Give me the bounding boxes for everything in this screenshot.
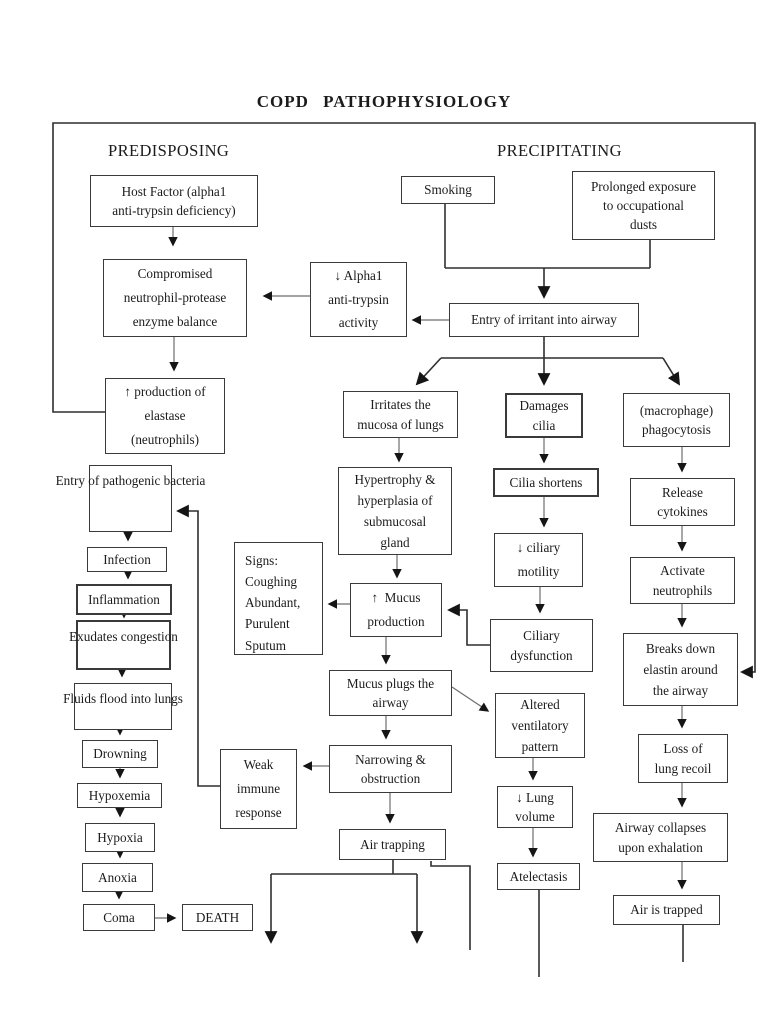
node-pathogenic-bacteria: Entry of pathogenic bacteria — [56, 465, 205, 532]
node-damages-cilia: Damages cilia — [505, 393, 583, 438]
node-activate-neutrophils: Activate neutrophils — [630, 557, 735, 604]
node-inflammation: Inflammation — [76, 584, 172, 615]
node-atelectasis: Atelectasis — [497, 863, 580, 890]
node-mucus-plugs-airway: Mucus plugs the airway — [329, 670, 452, 716]
node-hypoxemia: Hypoxemia — [77, 783, 162, 808]
node-drowning: Drowning — [82, 740, 158, 768]
node-signs: Signs: Coughing Abundant, Purulent Sputu… — [234, 542, 323, 655]
node-irritates-mucosa: Irritates the mucosa of lungs — [343, 391, 458, 438]
node-air-trapping: Air trapping — [339, 829, 446, 860]
node-hypertrophy-hyperplasia: Hypertrophy & hyperplasia of submucosal … — [338, 467, 452, 555]
page-title: COPD PATHOPHYSIOLOGY — [256, 92, 512, 111]
node-host-factor: Host Factor (alpha1 anti-trypsin deficie… — [90, 175, 258, 227]
node-loss-of-lung-recoil: Loss of lung recoil — [638, 734, 728, 783]
node-fluids-flood-lungs: Fluids flood into lungs — [63, 683, 183, 730]
node-altered-ventilatory-pattern: Altered ventilatory pattern — [495, 693, 585, 758]
section-header-predisposing: PREDISPOSING — [108, 141, 230, 160]
node-ciliary-motility: ↓ ciliary motility — [494, 533, 583, 587]
node-lung-volume: ↓ Lung volume — [497, 786, 573, 828]
node-breaks-down-elastin: Breaks down elastin around the airway — [623, 633, 738, 706]
node-ciliary-dysfunction: Ciliary dysfunction — [490, 619, 593, 672]
section-header-precipitating: PRECIPITATING — [497, 141, 622, 160]
node-hypoxia: Hypoxia — [85, 823, 155, 852]
node-prolonged-exposure: Prolonged exposure to occupational dusts — [572, 171, 715, 240]
node-airway-collapses: Airway collapses upon exhalation — [593, 813, 728, 862]
node-exudates-congestion: Exudates congestion — [69, 620, 178, 670]
node-coma: Coma — [83, 904, 155, 931]
node-anoxia: Anoxia — [82, 863, 153, 892]
node-macrophage-phagocytosis: (macrophage) phagocytosis — [623, 393, 730, 447]
node-mucus-production: ↑ Mucus production — [350, 583, 442, 637]
node-infection: Infection — [87, 547, 167, 572]
node-death: DEATH — [182, 904, 253, 931]
node-air-is-trapped: Air is trapped — [613, 895, 720, 925]
node-alpha1-activity: ↓ Alpha1 anti-trypsin activity — [310, 262, 407, 337]
node-smoking: Smoking — [401, 176, 495, 204]
node-elastase-production: ↑ production of elastase (neutrophils) — [105, 378, 225, 454]
node-weak-immune-response: Weak immune response — [220, 749, 297, 829]
node-compromised-balance: Compromised neutrophil-protease enzyme b… — [103, 259, 247, 337]
node-narrowing-obstruction: Narrowing & obstruction — [329, 745, 452, 793]
node-release-cytokines: Release cytokines — [630, 478, 735, 526]
node-entry-of-irritant: Entry of irritant into airway — [449, 303, 639, 337]
node-cilia-shortens: Cilia shortens — [493, 468, 599, 497]
